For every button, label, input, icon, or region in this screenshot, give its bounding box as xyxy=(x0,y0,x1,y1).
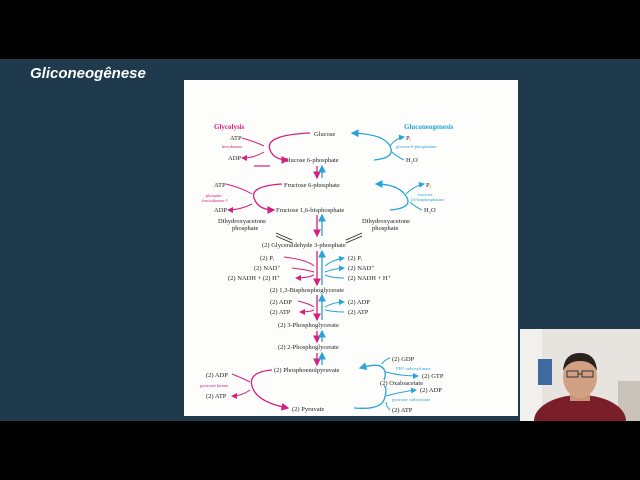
presenter-video-icon xyxy=(520,329,640,421)
pi-left-in xyxy=(283,256,315,267)
fructose6p-label: Fructose 6-phosphate xyxy=(284,182,340,189)
adp-pk-in xyxy=(231,373,251,383)
dhap-right-1: Dihydroxyacetone xyxy=(362,218,410,225)
atp-pfk-in xyxy=(225,183,253,195)
tpi-right-link xyxy=(345,232,363,241)
tpi-right-link-2 xyxy=(345,235,363,244)
glucose6p-label: Glucose 6-phosphate xyxy=(284,157,339,164)
hexokinase-label: hexokinase xyxy=(222,144,242,149)
atp-pk: (2) ATP xyxy=(206,393,227,400)
oxaloacetate-label: (2) Oxaloacetate xyxy=(380,380,423,387)
pi-right-label: (2) Pᵢ xyxy=(348,255,363,262)
g6phosphatase-arrow xyxy=(350,129,392,161)
tpi-left-link-2 xyxy=(275,235,293,244)
g6phosphatase-label: glucose 6-phosphatase xyxy=(396,144,437,149)
adp-out-arrow xyxy=(241,151,265,161)
h2o-fbp-in xyxy=(409,201,423,211)
nad-right-label: (2) NAD⁺ xyxy=(348,265,375,272)
presenter-webcam xyxy=(520,329,640,421)
pg3-label: (2) 3-Phosphoglycerate xyxy=(278,322,339,329)
fbp-arrow xyxy=(374,180,409,211)
hexokinase-arrow xyxy=(268,132,311,164)
adp-right-pgk: (2) ADP xyxy=(348,299,370,306)
atp-left-pgk: (2) ATP xyxy=(270,309,291,316)
dhap-left-2: phosphate xyxy=(232,225,258,232)
pep-label: (2) Phosphoenolpyruvate xyxy=(274,367,340,374)
h2o-in-arrow xyxy=(391,151,405,161)
adp-pk: (2) ADP xyxy=(206,372,228,379)
pepck-arrow xyxy=(358,362,386,381)
tpi-left-link xyxy=(275,232,293,241)
pi-fbp: Pᵢ xyxy=(426,182,432,189)
pyruvate-kinase-arrow xyxy=(250,369,290,411)
nadh-right-label: (2) NADH + H⁺ xyxy=(348,275,392,282)
pg2-label: (2) 2-Phosphoglycerate xyxy=(278,344,339,351)
gdp-label: (2) GDP xyxy=(392,356,415,363)
pfk-label-2: fructokinase-1 xyxy=(202,198,228,203)
adp-pfk: ADP xyxy=(214,207,227,214)
adp-pgk-in xyxy=(297,300,315,308)
pfk-arrow xyxy=(252,183,283,214)
nad-right-out xyxy=(324,265,345,273)
h2o-fbp: H₂O xyxy=(424,207,436,214)
slide: Gliconeogênese Glycolysis Gluconeogenesi… xyxy=(0,59,640,421)
adp-hexokinase: ADP xyxy=(228,155,241,162)
atp-pc-label: (2) ATP xyxy=(392,407,413,414)
pyruvate-carboxylase-label: pyruvate carboxylase xyxy=(392,397,430,402)
pi-left-label: (2) Pᵢ xyxy=(260,255,275,262)
pi-g6p: Pᵢ xyxy=(406,135,412,142)
adp-pgk-right-out xyxy=(324,299,345,308)
adp-left-pgk: (2) ADP xyxy=(270,299,292,306)
nadh-left-out xyxy=(295,274,315,281)
pyruvate-label: (2) Pyruvate xyxy=(292,406,324,413)
gluconeogenesis-header: Gluconeogenesis xyxy=(404,123,454,131)
glucose-label: Glucose xyxy=(314,131,335,138)
atp-pc-in xyxy=(385,401,391,411)
atp-pgk-right-in xyxy=(324,309,345,313)
h2o-g6p: H₂O xyxy=(406,157,418,164)
atp-pfk: ATP xyxy=(214,182,226,189)
fructose16bp-label: Fructose 1,6-bisphosphate xyxy=(276,207,344,214)
atp-in-arrow xyxy=(241,137,265,147)
gtp-out xyxy=(385,371,419,379)
gluconeogenesis-diagram: Glycolysis Gluconeogenesis Glucose ATP h… xyxy=(184,80,518,416)
adp-pfk-out xyxy=(227,203,253,213)
dhap-left-1: Dihydroxyacetone xyxy=(218,218,266,225)
dhap-right-2: phosphate xyxy=(372,225,398,232)
pfk-label-1: phospho- xyxy=(206,193,223,198)
fbp-label-1: fructose xyxy=(418,192,433,197)
adp-pc-out xyxy=(385,387,417,397)
atp-right-pgk: (2) ATP xyxy=(348,309,369,316)
g3p-label: (2) Glyceraldehyde 3-phosphate xyxy=(262,242,346,249)
pepck-label: PEP carboxykinase xyxy=(396,366,431,371)
atp-hexokinase: ATP xyxy=(230,135,242,142)
glycolysis-header: Glycolysis xyxy=(214,123,245,131)
gtp-label: (2) GTP xyxy=(422,373,444,380)
pi-fbp-out xyxy=(405,182,425,195)
atp-pk-out xyxy=(231,389,251,399)
pi-right-out xyxy=(324,255,345,267)
letterbox-bottom xyxy=(0,421,640,480)
bpg13-label: (2) 1,3-Bisphosphoglycerate xyxy=(270,287,344,294)
nad-left-in xyxy=(291,267,315,273)
fbp-label-2: 1,6-bisphosphatase xyxy=(410,197,444,203)
pyruvate-kinase-label: pyruvate kinase xyxy=(200,383,228,388)
nadh-right-in xyxy=(324,274,345,279)
nadh-left-label: (2) NADH + (2) H⁺ xyxy=(228,275,281,282)
slide-title: Gliconeogênese xyxy=(30,65,146,82)
pyruvate-carboxylase-arrow xyxy=(353,385,387,409)
adp-pc-label: (2) ADP xyxy=(420,387,442,394)
pathway-figure: Glycolysis Gluconeogenesis Glucose ATP h… xyxy=(200,123,454,414)
atp-pgk-out xyxy=(299,308,315,315)
gdp-in xyxy=(381,357,391,365)
nad-left-label: (2) NAD⁺ xyxy=(254,265,281,272)
pi-out-arrow xyxy=(389,134,405,147)
